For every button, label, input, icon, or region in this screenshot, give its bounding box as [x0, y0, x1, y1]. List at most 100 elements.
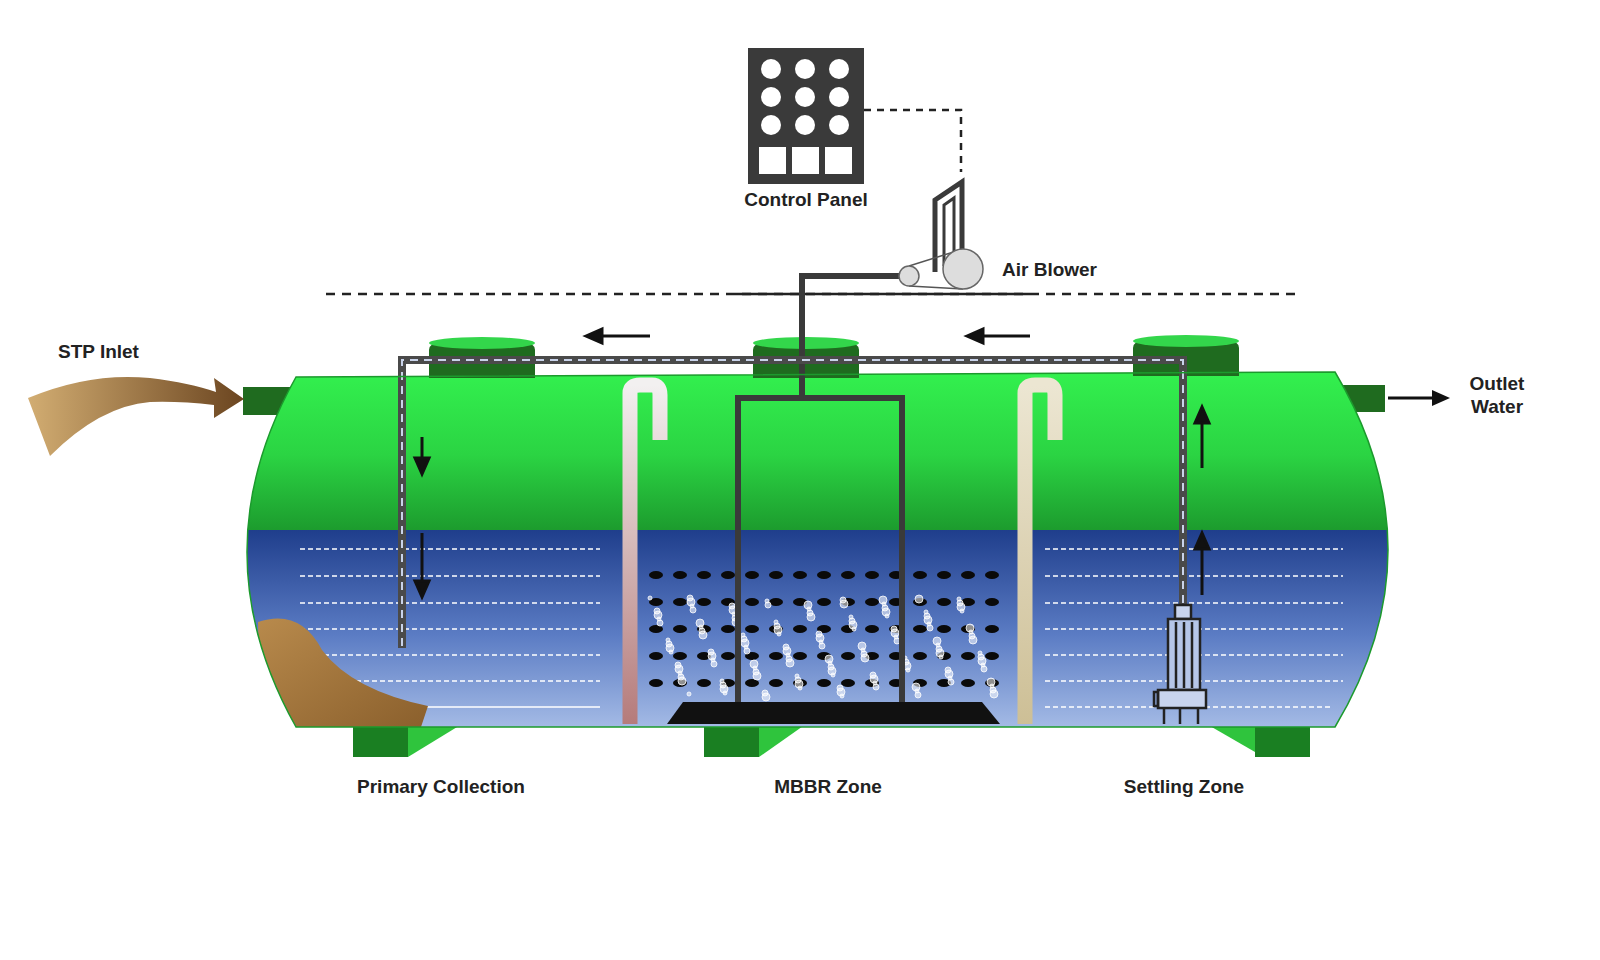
panel-light [795, 87, 815, 107]
illustration-part [300, 654, 600, 655]
panel-light [829, 115, 849, 135]
illustration-part [753, 337, 859, 349]
illustration-part [865, 625, 879, 633]
blower-pulley [899, 266, 919, 286]
illustration-part [729, 603, 735, 609]
illustration-part [1045, 602, 1343, 603]
illustration-part [1175, 605, 1191, 619]
illustration-part [1179, 708, 1182, 724]
illustration-part [817, 598, 831, 606]
panel-light [829, 87, 849, 107]
node-label: Control Panel [744, 188, 868, 211]
illustration-part [840, 597, 846, 603]
illustration-part [648, 595, 998, 701]
panel-light [761, 59, 781, 79]
illustration-part [1197, 708, 1200, 724]
illustration-part [708, 649, 714, 655]
illustration-part [769, 571, 783, 579]
illustration-part [1183, 622, 1186, 688]
illustration-part [649, 571, 663, 579]
illustration-part [937, 571, 951, 579]
illustration-part [300, 602, 600, 603]
illustration-part [1168, 619, 1200, 690]
illustration-part [912, 683, 920, 691]
zone-label: Settling Zone [1124, 775, 1244, 798]
illustration-part [945, 667, 951, 673]
illustration-part [1191, 622, 1194, 688]
node-label: Air Blower [1002, 258, 1097, 281]
illustration-part [825, 655, 833, 663]
illustration-part [879, 596, 887, 604]
panel-switch [825, 147, 852, 174]
illustration-part [985, 679, 999, 687]
illustration-part [1154, 692, 1158, 706]
panel-light [761, 115, 781, 135]
illustration-part [937, 598, 951, 606]
illustration-part [837, 685, 843, 691]
illustration-part [924, 610, 928, 614]
illustration-part [673, 571, 687, 579]
illustration-part [1133, 335, 1239, 347]
illustration-part [648, 596, 652, 600]
ground-line [326, 293, 1300, 296]
illustration-part [985, 625, 999, 633]
illustration-part [673, 652, 687, 660]
illustration-part [721, 625, 735, 633]
control-panel: Control Panel [748, 48, 864, 184]
illustration-part [415, 458, 429, 474]
illustration-part [961, 679, 975, 687]
illustration-part [300, 575, 600, 576]
illustration-part [429, 337, 535, 349]
illustration-part [721, 571, 735, 579]
illustration-part [769, 652, 783, 660]
illustration-part [759, 724, 806, 757]
control-panel-icon [748, 48, 864, 184]
illustration-part [817, 571, 831, 579]
illustration-part [891, 626, 897, 632]
illustration-part [765, 599, 769, 603]
flow-arrows [415, 329, 1209, 597]
illustration-part [1210, 726, 1255, 752]
illustration-part [985, 652, 999, 660]
illustration-part [675, 662, 681, 668]
illustration-part [1195, 533, 1209, 549]
air-diffuser [667, 702, 1000, 724]
illustration-part [300, 548, 600, 549]
ground-line [735, 293, 1030, 296]
zone-label: Primary Collection [357, 775, 525, 798]
illustration-part [649, 571, 999, 687]
illustration-part [915, 595, 923, 603]
illustration-part [1201, 548, 1204, 595]
panel-light [795, 59, 815, 79]
illustration-part [1255, 726, 1310, 757]
illustration-part [673, 625, 687, 633]
illustration-part [600, 335, 650, 338]
illustration-part [804, 601, 812, 609]
illustration-part [849, 615, 853, 619]
baffle-pipe [1025, 385, 1055, 724]
illustration-part [654, 608, 660, 614]
control-wire [864, 110, 961, 172]
air-pipe [738, 276, 909, 702]
illustration-part [673, 598, 687, 606]
illustration-part [793, 571, 807, 579]
illustration-part [913, 625, 927, 633]
illustration-part [300, 628, 600, 629]
illustration-part [967, 329, 983, 343]
illustration-part [741, 633, 745, 637]
illustration-part [1045, 575, 1343, 576]
illustration-part [961, 571, 975, 579]
illustration-part [913, 652, 927, 660]
illustration-part [913, 571, 927, 579]
illustration-part [865, 571, 879, 579]
illustration-part [745, 625, 759, 633]
illustration-part [865, 598, 879, 606]
tank-body [190, 360, 1450, 740]
illustration-part [933, 637, 941, 645]
tank-legs [353, 724, 1310, 757]
illustration-part [762, 690, 768, 696]
panel-light [761, 87, 781, 107]
illustration-part [697, 571, 711, 579]
illustration-part [666, 638, 670, 642]
panel-body [748, 48, 864, 184]
